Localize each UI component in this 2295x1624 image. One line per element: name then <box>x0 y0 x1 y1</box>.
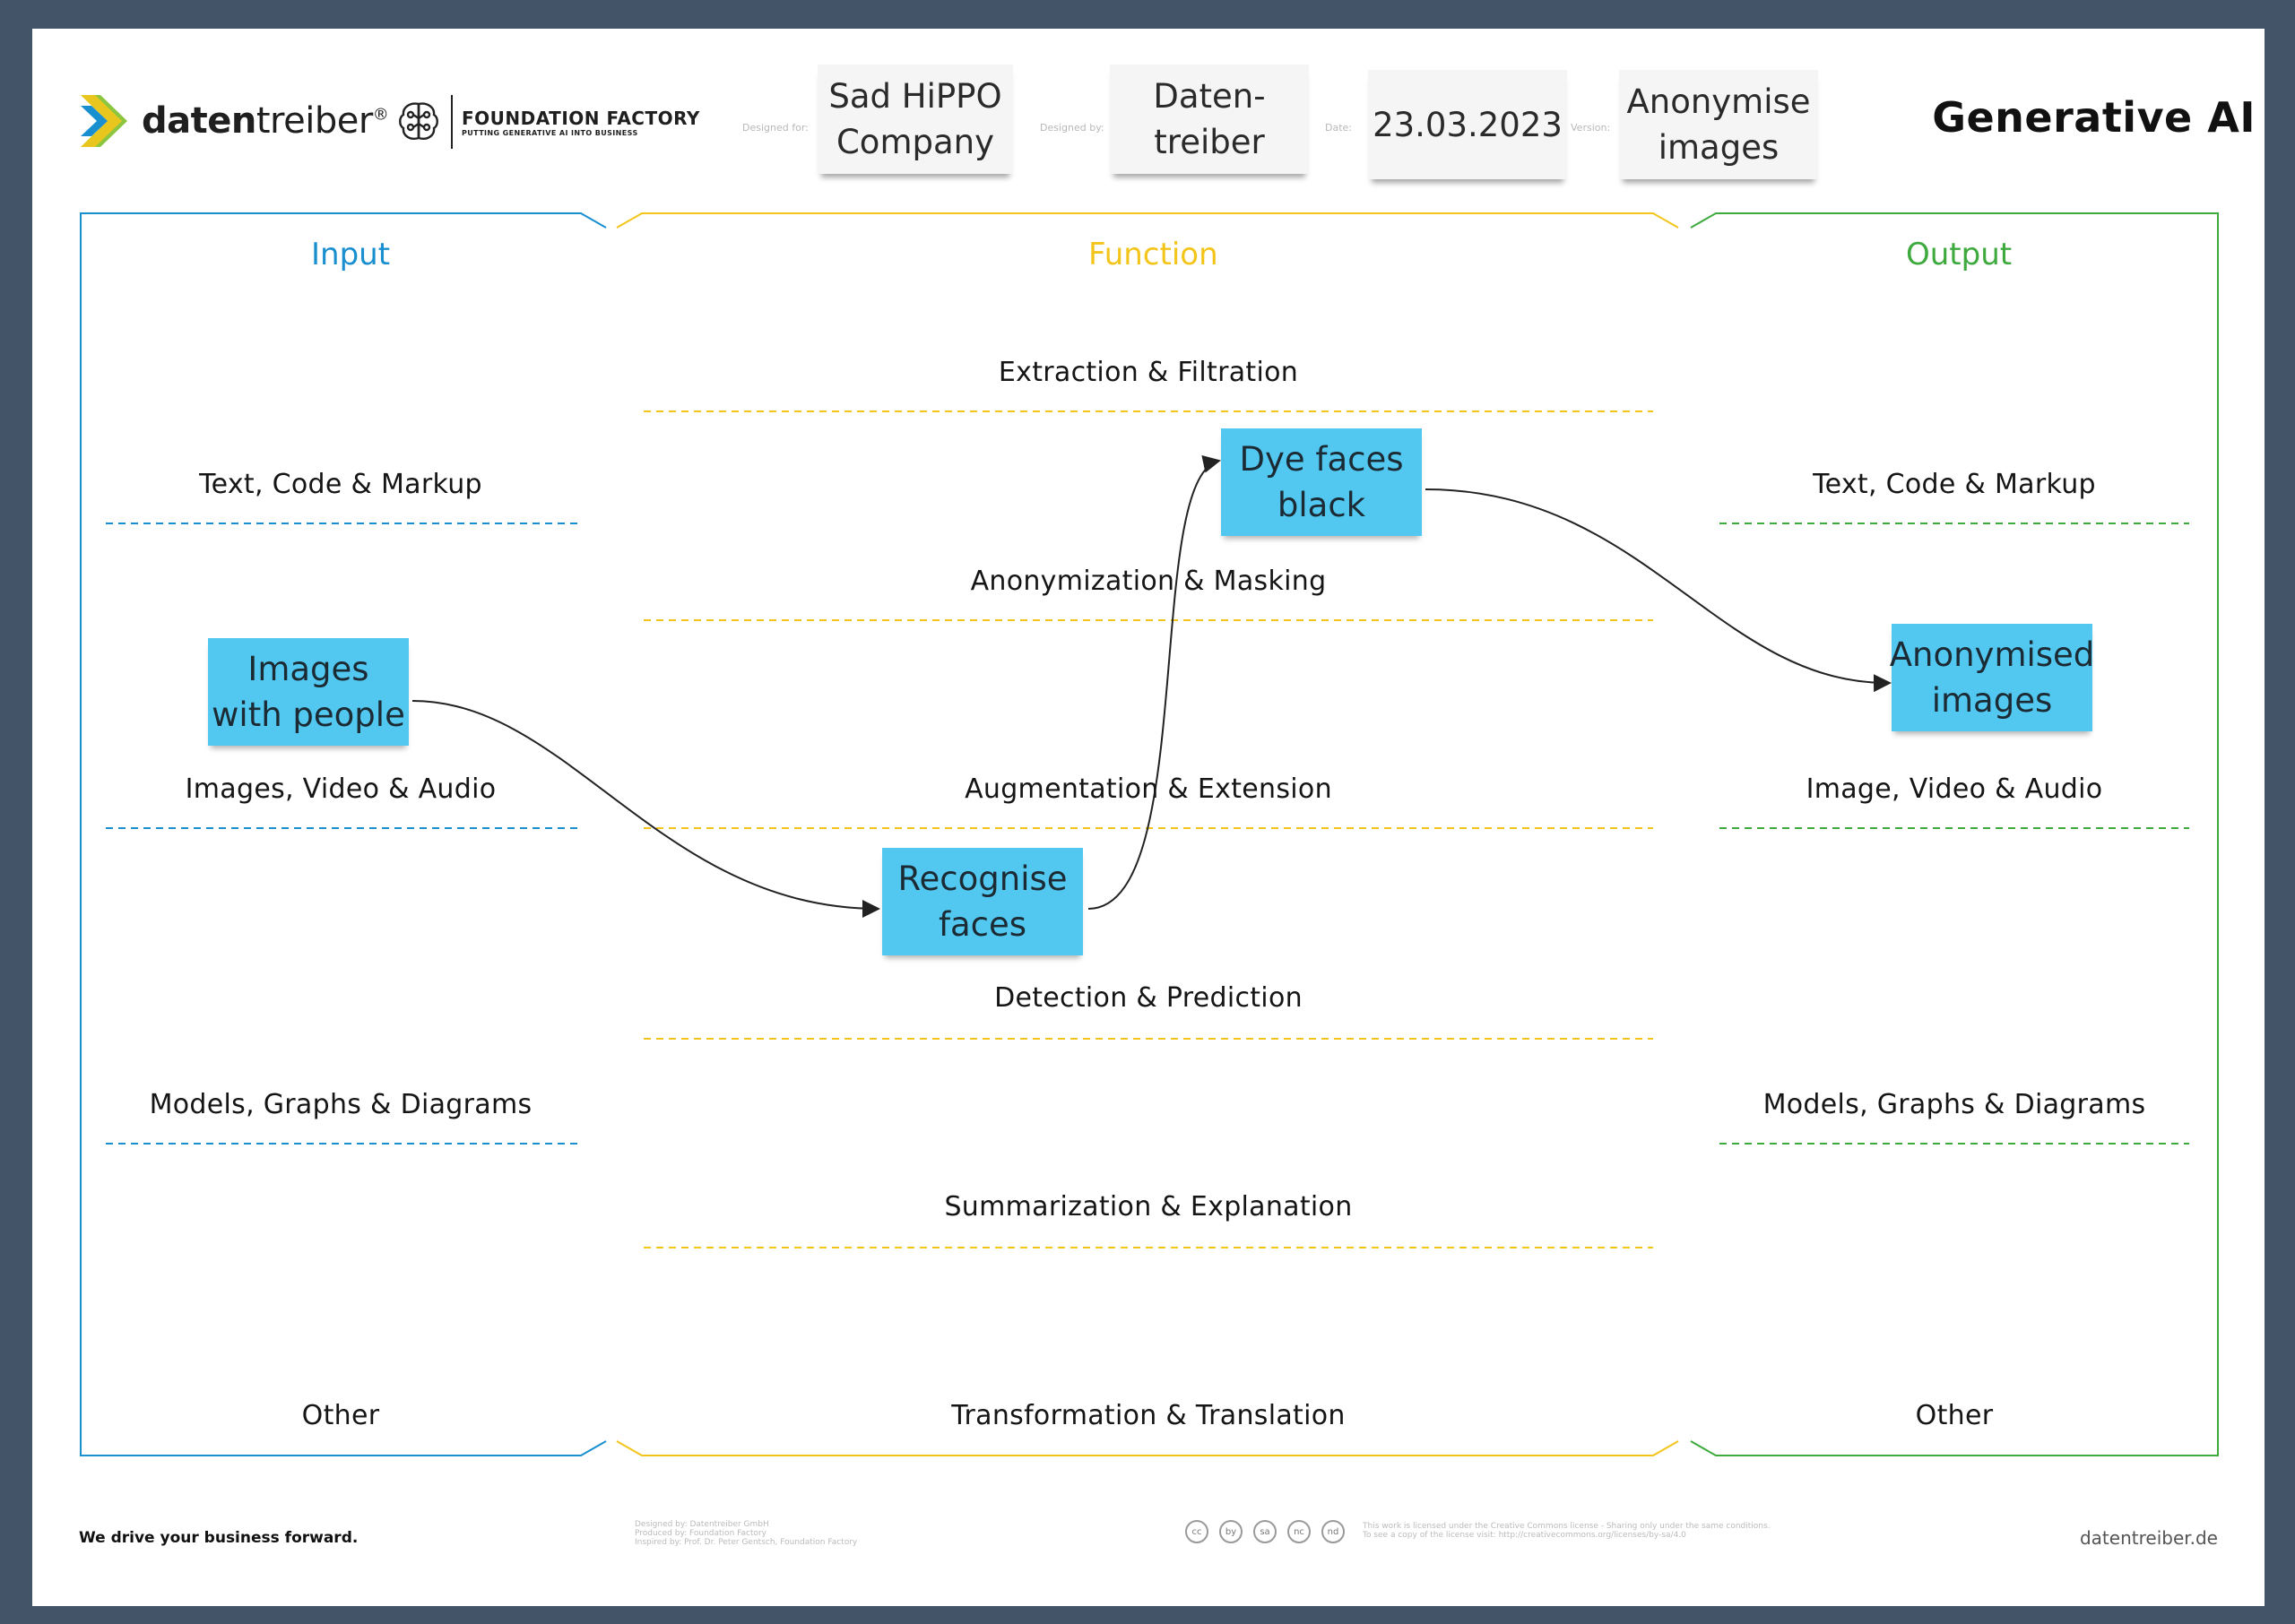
input-lane-images: Images, Video & Audio <box>185 773 497 805</box>
sticky-line: faces <box>938 905 1027 944</box>
input-lane-text: Text, Code & Markup <box>199 469 482 500</box>
function-frame-top <box>616 212 1679 229</box>
sticky-line: Anonymised <box>1889 635 2095 674</box>
output-lane-other: Other <box>1915 1400 1994 1431</box>
datentreiber-logo: datentreiber® <box>79 90 389 152</box>
arrow-recognise-to-dye <box>1087 455 1221 910</box>
designed-by-line1: Daten- <box>1153 77 1266 116</box>
footer-license: This work is licensed under the Creative… <box>1363 1522 1771 1540</box>
section-title-output: Output <box>1906 237 2013 272</box>
arrow-images-to-recognise <box>411 700 880 918</box>
designed-by-card[interactable]: Daten-treiber <box>1110 65 1309 174</box>
footer-credits: Designed by: Datentreiber GmbH Produced … <box>635 1520 857 1547</box>
partner-subtitle: PUTTING GENERATIVE AI INTO BUSINESS <box>462 128 638 137</box>
version-card[interactable]: Anonymise images <box>1619 70 1818 179</box>
function-frame-bottom <box>616 1440 1679 1456</box>
sticky-line: black <box>1277 486 1366 524</box>
footer-website[interactable]: datentreiber.de <box>2079 1527 2218 1549</box>
input-lane-other: Other <box>301 1400 380 1431</box>
date-value: 23.03.2023 <box>1373 105 1563 144</box>
output-lane-text: Text, Code & Markup <box>1813 469 2096 500</box>
arrow-dye-to-anonymised <box>1425 488 1892 693</box>
sticky-line: Recognise <box>897 860 1068 898</box>
input-lane-models: Models, Graphs & Diagrams <box>149 1089 533 1120</box>
cc-icon: cc <box>1185 1520 1208 1543</box>
function-lane-summarization: Summarization & Explanation <box>944 1191 1353 1222</box>
foundation-factory-logo: FOUNDATION FACTORY PUTTING GENERATIVE AI… <box>395 93 700 151</box>
sticky-anonymised-images[interactable]: Anonymised images <box>1889 624 2095 731</box>
logo-divider <box>451 95 453 149</box>
partner-title: FOUNDATION FACTORY <box>462 107 700 129</box>
designed-for-line2: Company <box>836 123 994 161</box>
sticky-recognise-faces[interactable]: Recognise faces <box>882 848 1083 955</box>
cc-sa-icon: sa <box>1253 1520 1277 1543</box>
date-card[interactable]: 23.03.2023 <box>1368 70 1567 179</box>
license-line: This work is licensed under the Creative… <box>1363 1522 1771 1531</box>
sticky-line: Images <box>247 650 369 688</box>
footer-tagline: We drive your business forward. <box>79 1529 359 1547</box>
version-line2: images <box>1658 128 1780 167</box>
canvas-frame <box>80 212 2219 1456</box>
credit-line: Designed by: Datentreiber GmbH <box>635 1520 769 1529</box>
datentreiber-chevron-icon <box>81 95 127 147</box>
sticky-line: images <box>1931 681 2053 720</box>
function-lane-detection: Detection & Prediction <box>994 982 1303 1014</box>
designed-by-line2: treiber <box>1154 123 1265 161</box>
output-lane-models: Models, Graphs & Diagrams <box>1762 1089 2146 1120</box>
output-frame <box>1690 212 2219 1456</box>
section-title-input: Input <box>311 237 391 272</box>
cc-nc-icon: nc <box>1287 1520 1311 1543</box>
designed-for-line1: Sad HiPPO <box>828 77 1002 116</box>
function-lane-anonymization: Anonymization & Masking <box>970 566 1327 597</box>
credit-line: Inspired by: Prof. Dr. Peter Gentsch, Fo… <box>635 1538 858 1547</box>
version-line1: Anonymise <box>1626 82 1811 121</box>
sticky-line: Dye faces <box>1239 440 1404 479</box>
function-lane-transformation: Transformation & Translation <box>951 1400 1346 1431</box>
version-label: Version: <box>1571 122 1611 134</box>
designed-for-card[interactable]: Sad HiPPO Company <box>818 65 1013 174</box>
designed-by-label: Designed by: <box>1040 122 1104 134</box>
function-lane-extraction: Extraction & Filtration <box>998 357 1299 388</box>
sticky-line: with people <box>212 695 405 734</box>
brain-icon <box>399 102 438 140</box>
section-title-function: Function <box>1088 237 1218 272</box>
input-frame <box>80 212 607 1456</box>
canvas-title: Generative AI <box>1932 93 2256 142</box>
credit-line: Produced by: Foundation Factory <box>635 1529 767 1538</box>
output-lane-images: Image, Video & Audio <box>1806 773 2103 805</box>
canvas-sheet: datentreiber® FOUNDATION FACTORY PUTTING… <box>32 29 2265 1606</box>
cc-by-icon: by <box>1219 1520 1243 1543</box>
sticky-dye-faces-black[interactable]: Dye faces black <box>1221 428 1422 536</box>
cc-nd-icon: nd <box>1321 1520 1345 1543</box>
license-line: To see a copy of the license visit: http… <box>1363 1531 1686 1540</box>
brand-name: datentreiber® <box>142 100 389 142</box>
cc-license-icons: cc by sa nc nd <box>1185 1520 1345 1543</box>
designed-for-label: Designed for: <box>742 122 809 134</box>
date-label: Date: <box>1325 122 1352 134</box>
sticky-images-with-people[interactable]: Images with people <box>208 638 409 746</box>
function-lane-augmentation: Augmentation & Extension <box>965 773 1332 805</box>
